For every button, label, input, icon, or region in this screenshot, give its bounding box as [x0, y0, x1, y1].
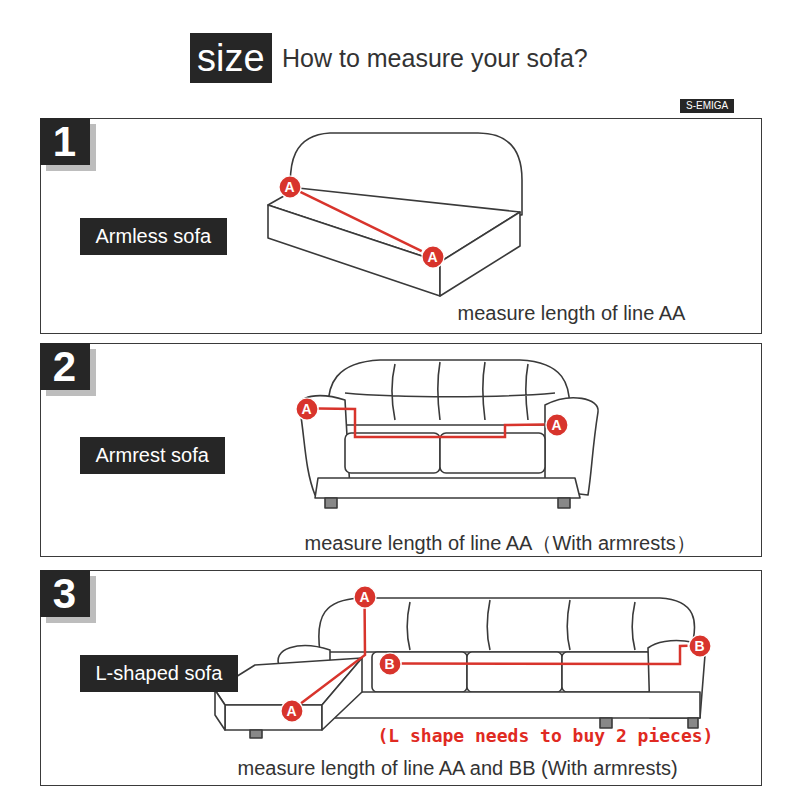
step-number-text: 2 — [40, 343, 90, 390]
step-number: 2 — [40, 343, 90, 390]
marker-circle: A — [353, 585, 377, 609]
tuft-lines — [407, 600, 635, 650]
chaise-side — [215, 690, 225, 730]
seat-cushion — [467, 652, 562, 692]
marker-circle: A — [545, 413, 569, 437]
marker-letter: A — [421, 245, 445, 269]
sofa-base — [315, 478, 580, 498]
marker-circle: A — [280, 699, 304, 723]
step-number-text: 1 — [40, 118, 90, 165]
step-number-text: 3 — [40, 570, 90, 617]
note-text: (L shape needs to buy 2 pieces) — [378, 725, 714, 746]
step-number: 3 — [40, 570, 90, 617]
step-panel: (L shape needs to buy 2 pieces) measure l… — [40, 570, 762, 786]
sofa-leg — [250, 730, 262, 738]
sofa-type-label-text: L-shaped sofa — [96, 662, 223, 685]
marker-letter: A — [278, 175, 302, 199]
seat-cushion — [440, 433, 545, 473]
marker-letter: A — [545, 413, 569, 437]
instruction-text: measure length of line AA — [458, 302, 686, 325]
marker-letter: A — [280, 699, 304, 723]
instruction-text: measure length of line AA（With armrests） — [305, 530, 696, 557]
marker-letter: A — [353, 585, 377, 609]
page-title: How to measure your sofa? — [282, 44, 588, 73]
sofa-back — [319, 598, 695, 652]
marker-circle: A — [421, 245, 445, 269]
size-tag-text: size — [197, 33, 265, 83]
sofa-type-label-text: Armless sofa — [96, 225, 212, 248]
sofa-type-label: Armless sofa — [80, 218, 228, 255]
instruction-text: measure length of line AA and BB (With a… — [238, 757, 678, 780]
marker-letter: B — [378, 652, 402, 676]
sofa-type-label: Armrest sofa — [80, 437, 225, 474]
sofa-type-label-text: Armrest sofa — [96, 444, 209, 467]
measure-line — [301, 608, 365, 703]
sofa-leg — [325, 498, 337, 508]
sofa-seat-side — [440, 212, 520, 296]
seat-cushion — [372, 652, 467, 692]
measure-line — [318, 409, 544, 437]
size-tag: size — [190, 33, 272, 83]
marker-circle: B — [688, 634, 712, 658]
marker-letter: A — [295, 397, 319, 421]
sofa-type-label: L-shaped sofa — [80, 655, 239, 692]
measure-line — [401, 646, 687, 664]
measure-line — [300, 192, 421, 251]
marker-circle: B — [378, 652, 402, 676]
step-panel: measure length of line AA（With armrests）… — [40, 343, 762, 557]
step-panel: measure length of line AA1Armless sofaAA — [40, 118, 762, 334]
marker-circle: A — [278, 175, 302, 199]
sofa-back — [328, 360, 570, 425]
brand-badge-text: S-EMIGA — [686, 100, 728, 112]
seat-cushion — [562, 652, 652, 692]
brand-badge: S-EMIGA — [680, 99, 734, 113]
sofa-leg — [558, 498, 570, 508]
tuft-lines — [345, 362, 555, 420]
sofa-base — [330, 692, 700, 718]
marker-letter: B — [688, 634, 712, 658]
chaise-front — [225, 705, 322, 730]
seat-cushion — [345, 433, 440, 473]
chaise-side — [322, 658, 362, 730]
marker-circle: A — [295, 397, 319, 421]
step-number: 1 — [40, 118, 90, 165]
